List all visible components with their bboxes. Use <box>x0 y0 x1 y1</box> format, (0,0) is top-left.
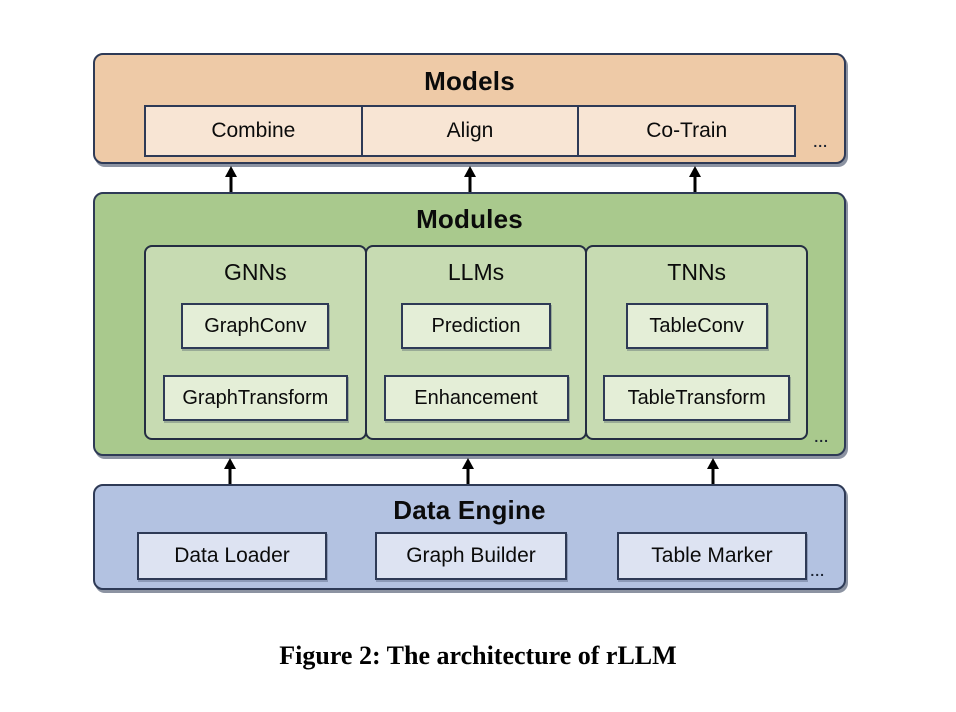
column-tnns-title: TNNs <box>667 259 727 285</box>
data-engine-item-table-marker: Table Marker <box>617 532 807 580</box>
module-box-prediction: Prediction <box>401 303 551 349</box>
column-llms: LLMs Prediction Enhancement <box>364 245 588 440</box>
column-gnns: GNNs GraphConv GraphTransform <box>144 245 367 440</box>
module-box-tabletransform: TableTransform <box>603 375 791 421</box>
arrow-head-icon <box>462 458 474 469</box>
arrow-stem <box>228 466 232 484</box>
model-item-align: Align <box>360 105 580 157</box>
column-tnns: TNNs TableConv TableTransform <box>585 245 809 440</box>
column-llms-title: LLMs <box>447 259 505 285</box>
arrow-stem <box>468 174 472 192</box>
arrow-modules-to-models-2 <box>463 166 477 192</box>
module-box-graphconv: GraphConv <box>181 303 330 349</box>
arrow-data-to-modules-1 <box>223 458 237 484</box>
arrow-head-icon <box>464 166 476 177</box>
arrow-data-to-modules-2 <box>461 458 475 484</box>
module-box-tableconv: TableConv <box>625 303 768 349</box>
models-layer-title: Models <box>424 66 515 96</box>
arrow-stem <box>693 174 697 192</box>
modules-layer-title: Modules <box>416 204 523 234</box>
column-gnns-title: GNNs <box>224 259 287 285</box>
model-item-co-train: Co-Train <box>577 105 797 157</box>
module-box-graphtransform: GraphTransform <box>162 375 348 421</box>
arrow-stem <box>711 466 715 484</box>
data-engine-layer-title: Data Engine <box>393 495 546 525</box>
arrow-data-to-modules-3 <box>706 458 720 484</box>
data-engine-ellipsis: ... <box>810 563 825 579</box>
modules-columns: GNNs GraphConv GraphTransform LLMs Predi… <box>144 245 809 440</box>
models-ellipsis: ... <box>813 134 828 150</box>
data-engine-item-graph-builder: Graph Builder <box>375 532 567 580</box>
arrow-head-icon <box>225 166 237 177</box>
modules-ellipsis: ... <box>814 429 829 445</box>
model-item-combine: Combine <box>144 105 363 157</box>
arrow-modules-to-models-3 <box>688 166 702 192</box>
arrow-stem <box>229 174 233 192</box>
arrow-modules-to-models-1 <box>224 166 238 192</box>
data-engine-item-data-loader: Data Loader <box>137 532 327 580</box>
modules-layer: Modules GNNs GraphConv GraphTransform LL… <box>93 192 846 456</box>
figure-caption: Figure 2: The architecture of rLLM <box>279 641 677 670</box>
data-engine-layer: Data Engine Data Loader Graph Builder Ta… <box>93 484 846 590</box>
models-layer: Models Combine Align Co-Train ... <box>93 53 846 164</box>
arrow-head-icon <box>707 458 719 469</box>
models-row: Combine Align Co-Train <box>144 105 797 157</box>
arrow-head-icon <box>224 458 236 469</box>
arrow-stem <box>466 466 470 484</box>
module-box-enhancement: Enhancement <box>383 375 569 421</box>
arrow-head-icon <box>689 166 701 177</box>
